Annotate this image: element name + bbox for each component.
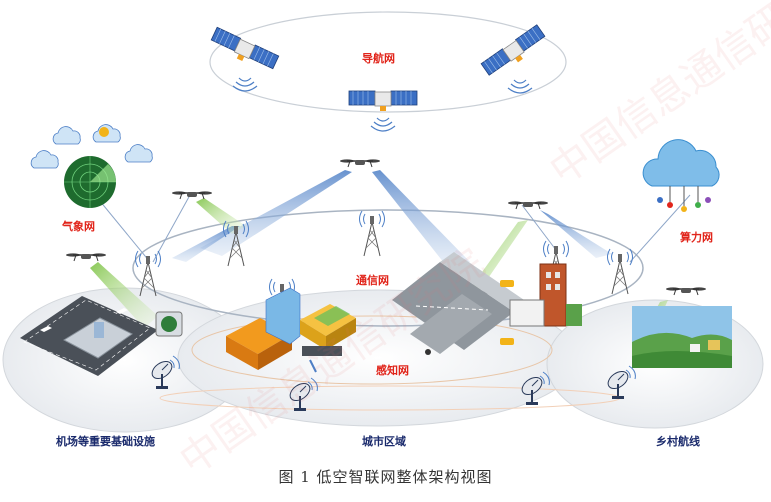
weather-cloud-icon xyxy=(30,150,59,169)
weather-radar-icon xyxy=(64,156,116,208)
crossroad-illustration xyxy=(392,252,530,355)
city-zone-label: 城市区域 xyxy=(362,435,406,448)
connection-lines xyxy=(94,194,691,263)
weather-cloud-icon xyxy=(124,144,153,163)
computing-network-label: 算力网 xyxy=(680,231,713,244)
cell-tower-icon xyxy=(359,210,385,257)
beam-right2 xyxy=(540,210,612,258)
satellite-icon xyxy=(480,24,549,81)
satellite-icon xyxy=(208,26,280,75)
satellite-signal-icon xyxy=(232,77,258,92)
sensing-ring xyxy=(191,315,553,385)
weather-cloud-icon xyxy=(52,126,81,145)
satellite-signal-icon xyxy=(507,79,533,94)
figure-caption: 图 1 低空智联网整体架构视图 xyxy=(278,468,493,486)
drone-icon xyxy=(507,200,549,210)
drone-icon xyxy=(65,252,107,262)
city-buildings xyxy=(226,287,356,373)
drone-icon xyxy=(665,286,707,296)
airport-illustration xyxy=(20,296,183,376)
rural-illustration xyxy=(632,306,732,368)
navigation-orbit xyxy=(209,11,567,113)
satellite-signal-icon xyxy=(370,117,396,132)
beam-left xyxy=(200,170,352,256)
communication-network-label: 通信网 xyxy=(356,274,389,287)
airport-zone-label: 机场等重要基础设施 xyxy=(56,435,155,448)
computing-cloud-icon xyxy=(642,139,720,212)
green-beam-3 xyxy=(472,220,528,290)
communication-ring xyxy=(132,209,644,327)
drone-icon xyxy=(339,158,381,168)
satellite-icon xyxy=(348,90,418,112)
navigation-network-label: 导航网 xyxy=(362,52,395,65)
city-tower-building xyxy=(509,263,582,327)
sensing-network-label: 感知网 xyxy=(376,364,409,377)
sun-icon xyxy=(99,127,109,137)
green-beam-1 xyxy=(90,262,158,328)
beam-right xyxy=(372,170,470,268)
weather-network-label: 气象网 xyxy=(62,220,95,233)
beam-left2 xyxy=(172,226,240,262)
drone-icon xyxy=(171,190,213,200)
green-beam-2 xyxy=(196,198,246,234)
rural-zone-label: 乡村航线 xyxy=(656,435,700,448)
